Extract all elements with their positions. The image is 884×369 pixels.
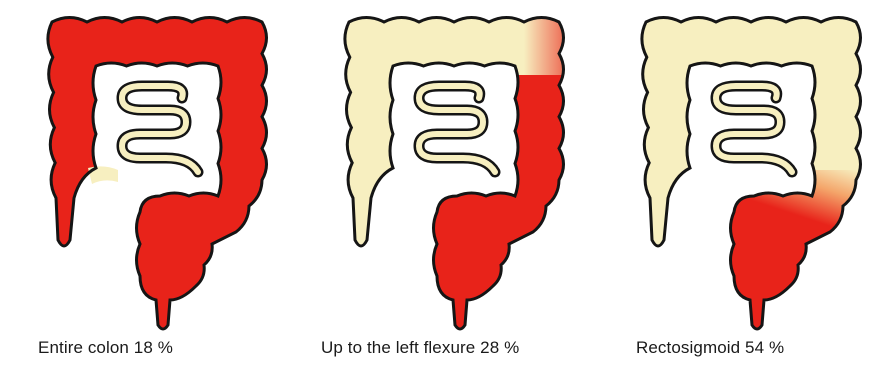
small-bowel-icon	[122, 86, 198, 172]
colon-illustration	[0, 0, 290, 369]
colon-illustration	[594, 0, 884, 369]
colon-involved-region	[48, 18, 267, 330]
diagram-entire-colon: Entire colon 18 %	[0, 0, 290, 369]
caption: Rectosigmoid 54 %	[636, 338, 784, 358]
diagram-rectosigmoid: Rectosigmoid 54 %	[594, 0, 884, 369]
caption: Entire colon 18 %	[38, 338, 173, 358]
caption: Up to the left flexure 28 %	[321, 338, 519, 358]
colon-illustration	[297, 0, 587, 369]
diagram-left-flexure: Up to the left flexure 28 %	[297, 0, 587, 369]
small-bowel-icon	[419, 86, 495, 172]
small-bowel-icon	[716, 86, 792, 172]
